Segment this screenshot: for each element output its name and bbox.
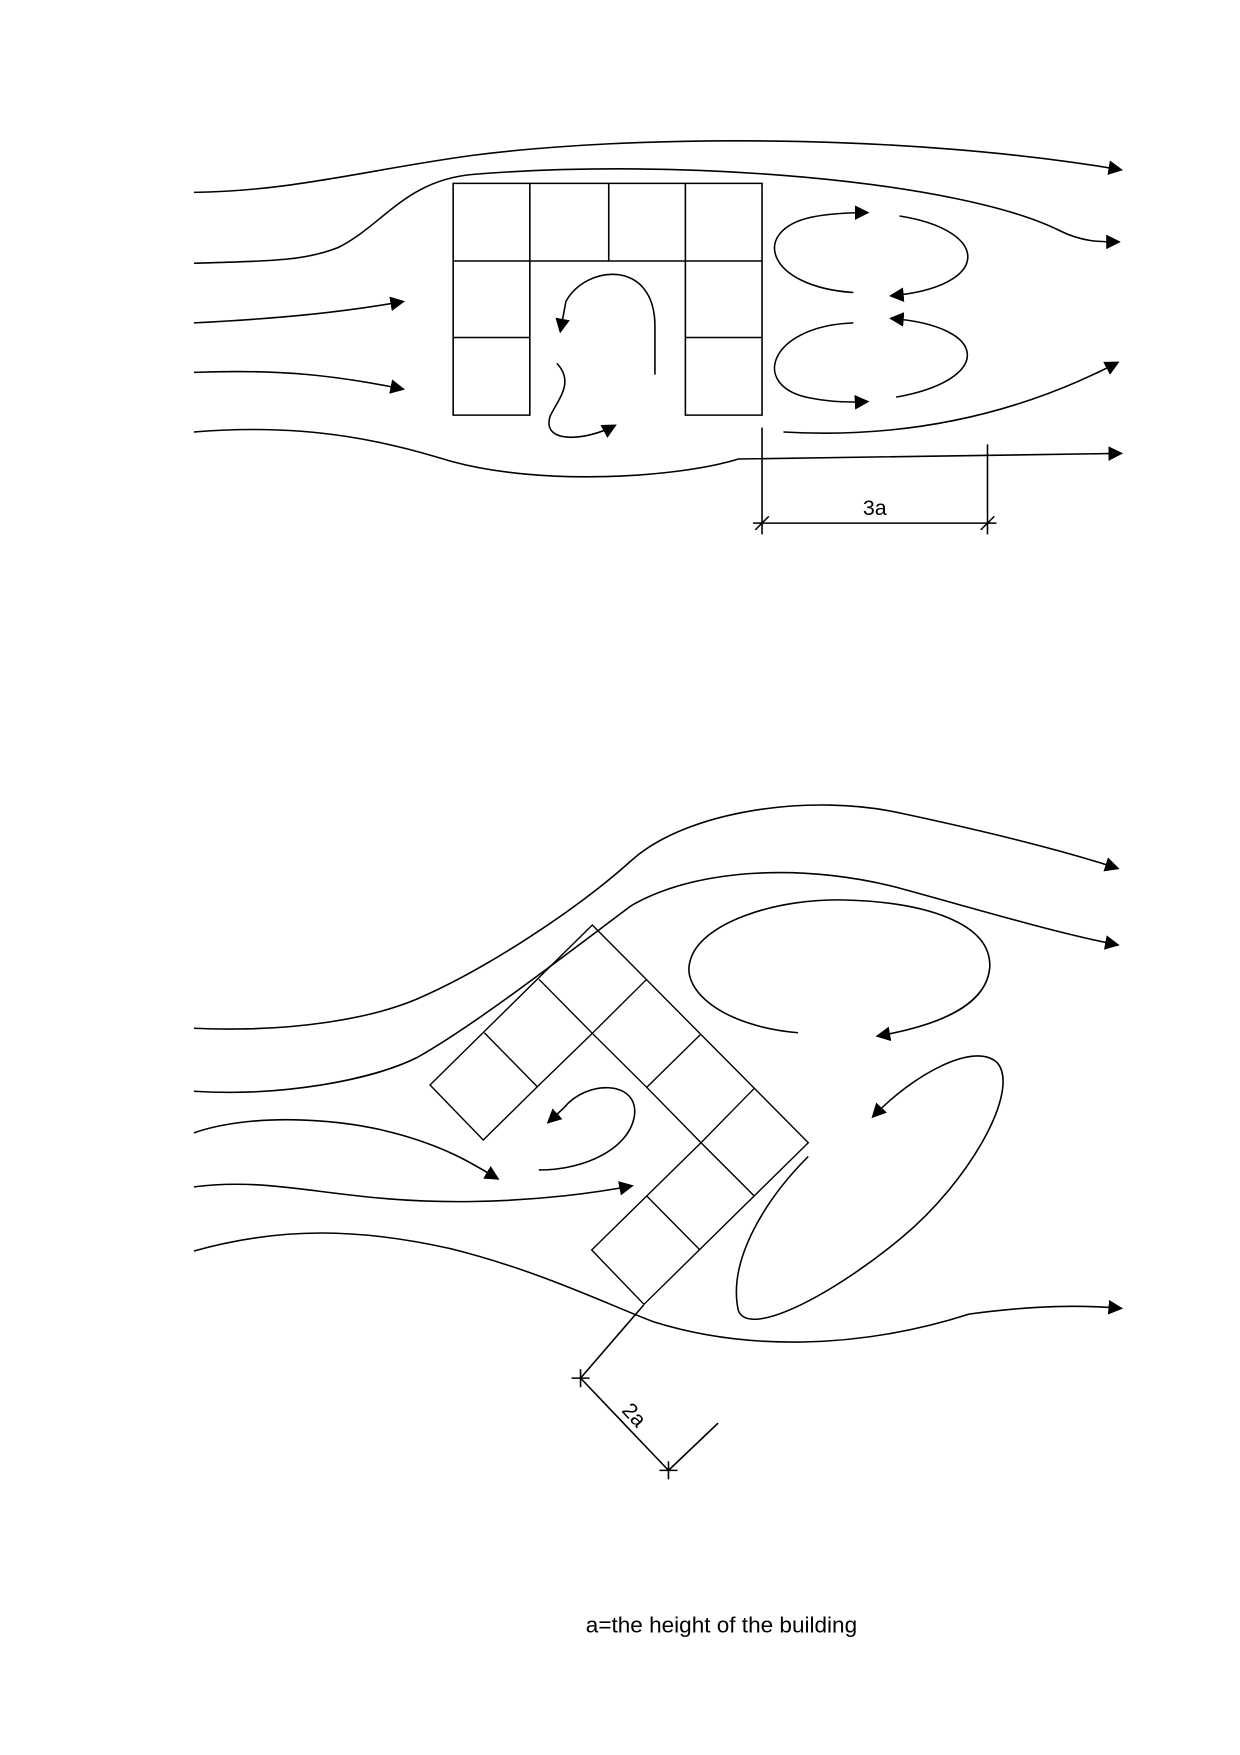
streamlines-top bbox=[193, 140, 1124, 478]
caption: a=the height of the building bbox=[586, 1612, 857, 1637]
courtyard-vortex bbox=[548, 273, 656, 439]
dimension-label-3a: 3a bbox=[863, 496, 887, 520]
dimension-label-2a: 2a bbox=[617, 1398, 651, 1432]
dimension-3a: 3a bbox=[753, 427, 997, 535]
vortices-bottom bbox=[538, 899, 1004, 1321]
streamlines-bottom bbox=[193, 804, 1124, 1343]
top-diagram: 3a bbox=[193, 140, 1124, 535]
building-l-shape-rotated bbox=[429, 924, 810, 1306]
vortices-leeward bbox=[773, 205, 969, 410]
building-u-shape bbox=[452, 182, 763, 416]
dimension-2a: 2a bbox=[571, 1304, 719, 1480]
bottom-diagram: 2a bbox=[193, 804, 1124, 1480]
